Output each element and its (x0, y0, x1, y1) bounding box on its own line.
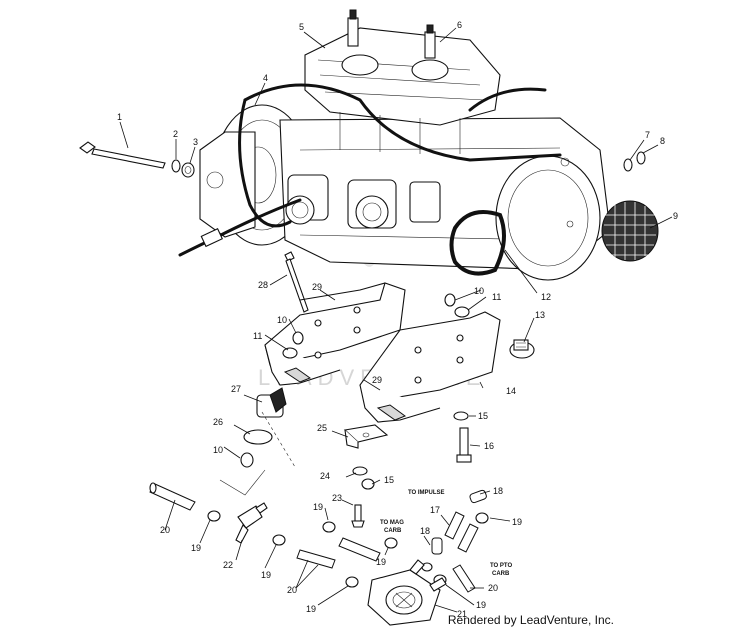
callout-27: 27 (231, 384, 241, 394)
callout-6: 6 (457, 20, 462, 30)
callout-11-right: 11 (492, 292, 501, 302)
callout-19-b: 19 (261, 570, 271, 580)
part-19-clamp-f (475, 512, 489, 524)
callout-17: 17 (430, 505, 440, 515)
callout-10-left: 10 (277, 315, 287, 325)
callout-20-right: 20 (488, 583, 498, 593)
callout-numbers: 1 2 3 4 5 6 7 8 9 10 10 10 11 11 12 13 1… (117, 20, 678, 619)
part-17-hose (444, 511, 479, 553)
part-8-nut (636, 151, 646, 165)
callout-15-upper: 15 (478, 411, 488, 421)
part-2-washer (171, 159, 181, 173)
part-13-plug (509, 339, 535, 359)
part-19-clamp-e (345, 576, 359, 588)
callout-14: 14 (506, 386, 516, 396)
part-7-washer (623, 158, 633, 172)
callout-24: 24 (320, 471, 330, 481)
callout-19-c: 19 (313, 502, 323, 512)
part-19-clamp-d (384, 537, 398, 549)
part-3-nut (181, 162, 195, 178)
callout-26: 26 (213, 417, 223, 427)
part-29-bracket-right (359, 311, 501, 423)
callout-7: 7 (645, 130, 650, 140)
part-23-fitting (351, 504, 365, 528)
part-19-clamp-a (207, 510, 221, 522)
part-26-washer (243, 429, 273, 445)
callout-23: 23 (332, 493, 342, 503)
note-to-impulse: TO IMPULSE (408, 490, 445, 496)
part-22-tee (235, 502, 268, 544)
callout-29-right: 29 (372, 375, 382, 385)
callout-15-lower: 15 (384, 475, 394, 485)
callout-20-middle: 20 (287, 585, 297, 595)
engine-assembly (178, 9, 611, 281)
callout-11-left: 11 (253, 331, 262, 341)
callout-19-d: 19 (376, 557, 386, 567)
part-10-nut-left (292, 331, 304, 345)
part-27-isolator (256, 387, 287, 418)
callout-20-left: 20 (160, 525, 170, 535)
part-16-stud (456, 427, 472, 463)
callout-19-f: 19 (512, 517, 522, 527)
callout-3: 3 (193, 137, 198, 147)
callout-1: 1 (117, 112, 122, 122)
part-10-nut-right (444, 293, 456, 307)
callout-10-lower: 10 (213, 445, 223, 455)
part-24-washer (352, 466, 368, 476)
part-19-clamp-b (272, 534, 286, 546)
callout-18-upper: 18 (493, 486, 503, 496)
part-15-washer-upper (453, 411, 469, 421)
part-11-washer-left (282, 347, 298, 359)
note-to-pto-carb-line1: TO PTO (490, 563, 512, 569)
callout-10-right: 10 (474, 286, 484, 296)
leader-lines (119, 27, 673, 613)
callout-22: 22 (223, 560, 233, 570)
part-9-screen (601, 200, 659, 262)
callout-19-e: 19 (306, 604, 316, 614)
part-11-washer-right (454, 306, 470, 318)
note-to-mag-carb-line2: CARB (384, 528, 402, 534)
credit-text: Rendered by LeadVenture, Inc. (447, 613, 614, 627)
note-to-pto-carb-line2: CARB (492, 571, 510, 577)
part-15-washer-lower (361, 478, 375, 490)
callout-21: 21 (457, 609, 467, 619)
part-20-hose-left (149, 482, 196, 511)
callout-19-g: 19 (476, 600, 486, 610)
callout-5: 5 (299, 22, 304, 32)
callout-12: 12 (541, 292, 551, 302)
part-10-nut-lower (240, 452, 254, 468)
callout-25: 25 (317, 423, 327, 433)
callout-29-left: 29 (312, 282, 322, 292)
callout-28: 28 (258, 280, 268, 290)
note-to-mag-carb-line1: TO MAG (380, 520, 404, 526)
part-12-gasket (449, 210, 506, 276)
callout-8: 8 (660, 136, 665, 146)
part-20-hose-middle (296, 537, 381, 569)
part-25-plate (343, 424, 389, 449)
callout-4: 4 (263, 73, 268, 83)
part-21-fuel-pump (367, 559, 447, 626)
part-28-bolt (284, 251, 309, 313)
routing-notes: TO IMPULSE TO MAG CARB TO PTO CARB (380, 490, 512, 577)
callout-9: 9 (673, 211, 678, 221)
callout-19-a: 19 (191, 543, 201, 553)
callout-13: 13 (535, 310, 545, 320)
callout-18-lower: 18 (420, 526, 430, 536)
part-1-bolt (79, 141, 166, 169)
callout-2: 2 (173, 129, 178, 139)
callout-16: 16 (484, 441, 494, 451)
part-19-clamp-c (322, 521, 336, 533)
part-29-bracket-left (264, 282, 406, 386)
